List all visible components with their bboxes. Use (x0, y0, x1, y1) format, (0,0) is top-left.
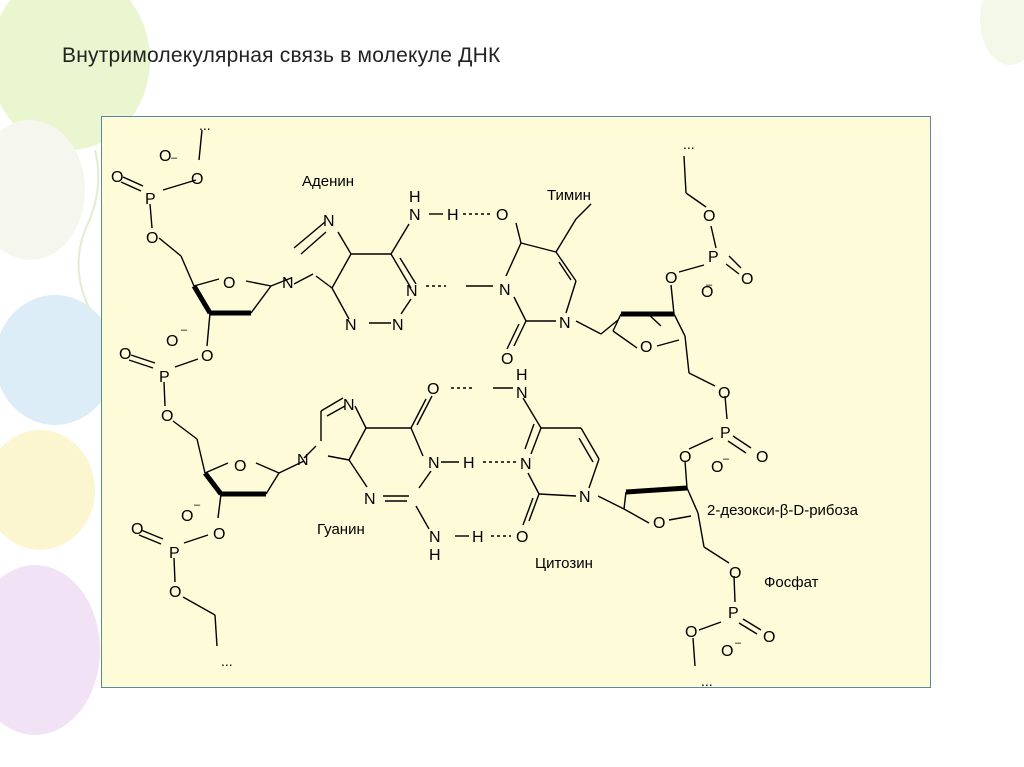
svg-text:H: H (472, 529, 484, 546)
svg-text:P: P (169, 545, 180, 562)
svg-text:O: O (703, 208, 715, 225)
svg-text:N: N (392, 317, 404, 334)
svg-text:N: N (559, 315, 571, 332)
cytosine (522, 397, 625, 526)
svg-text:N: N (364, 491, 376, 508)
right-backbone-atoms: ... O P O O– O O O P O O– O O O P O O– O… (640, 136, 775, 688)
svg-text:N: N (343, 397, 355, 414)
svg-text:N: N (520, 456, 532, 473)
deoxyribose-label: 2-дезокси-β-D-рибоза (707, 502, 859, 519)
svg-text:O: O (427, 381, 439, 398)
svg-text:O: O (159, 148, 171, 165)
svg-text:O: O (721, 643, 733, 660)
cytosine-atoms: H N N N O (516, 367, 591, 546)
svg-text:P: P (708, 249, 719, 266)
svg-text:–: – (171, 152, 178, 164)
svg-text:O: O (701, 284, 713, 301)
svg-text:...: ... (199, 117, 211, 133)
svg-text:O: O (201, 348, 213, 365)
svg-text:H: H (447, 207, 459, 224)
svg-text:P: P (728, 605, 739, 622)
adenine-atoms: N N N N N H N H (282, 189, 459, 334)
svg-text:O: O (234, 458, 246, 475)
thymine-label: Тимин (547, 187, 591, 204)
svg-text:–: – (181, 324, 188, 336)
svg-text:P: P (720, 425, 731, 442)
svg-text:N: N (406, 283, 418, 300)
thymine-atoms: O N N O (496, 207, 571, 368)
svg-text:H: H (429, 547, 441, 564)
adenine-label: Аденин (302, 173, 354, 190)
svg-text:...: ... (683, 136, 695, 152)
svg-text:–: – (194, 499, 201, 511)
svg-text:O: O (131, 521, 143, 538)
slide-title: Внутримолекулярная связь в молекуле ДНК (62, 44, 501, 67)
svg-text:...: ... (221, 653, 233, 669)
svg-text:...: ... (701, 673, 713, 688)
guanine (303, 395, 469, 537)
guanine-label: Гуанин (317, 521, 365, 538)
svg-text:O: O (166, 333, 178, 350)
svg-text:P: P (145, 191, 156, 208)
svg-text:H: H (463, 455, 475, 472)
balloon-purple (0, 565, 100, 735)
svg-text:N: N (297, 452, 309, 469)
svg-text:O: O (169, 584, 181, 601)
svg-text:N: N (429, 529, 441, 546)
svg-text:O: O (191, 171, 203, 188)
svg-text:O: O (181, 508, 193, 525)
svg-text:–: – (735, 637, 742, 649)
svg-text:N: N (282, 275, 294, 292)
guanine-atoms: N N N N H O N H H (297, 381, 484, 564)
thymine (505, 203, 662, 350)
svg-text:–: – (723, 453, 730, 465)
svg-text:O: O (653, 515, 665, 532)
balloon-blue (0, 295, 115, 425)
svg-text:N: N (499, 282, 511, 299)
svg-text:O: O (718, 385, 730, 402)
svg-text:O: O (665, 270, 677, 287)
svg-text:O: O (496, 207, 508, 224)
svg-text:O: O (711, 459, 723, 476)
balloon-green (0, 0, 150, 150)
svg-text:O: O (741, 271, 753, 288)
cytosine-label: Цитозин (535, 555, 593, 572)
balloon-white (0, 120, 85, 260)
svg-text:H: H (409, 189, 421, 206)
svg-text:O: O (685, 624, 697, 641)
svg-text:O: O (729, 565, 741, 582)
svg-text:O: O (119, 346, 131, 363)
svg-text:O: O (763, 629, 775, 646)
balloon-yellow (0, 430, 95, 550)
adenine (293, 213, 443, 324)
svg-text:O: O (640, 339, 652, 356)
svg-text:O: O (501, 351, 513, 368)
svg-text:O: O (161, 408, 173, 425)
svg-text:O: O (146, 230, 158, 247)
left-backbone-atoms: ... O– O O P O O O O– O P O O O O– O P O… (111, 117, 246, 669)
svg-text:N: N (428, 455, 440, 472)
svg-text:O: O (213, 526, 225, 543)
phosphate-label: Фосфат (764, 574, 819, 591)
left-backbone (120, 129, 305, 647)
svg-text:–: – (706, 279, 713, 291)
svg-text:P: P (159, 369, 170, 386)
svg-text:N: N (409, 207, 421, 224)
svg-text:N: N (323, 213, 335, 230)
balloon-corner (980, 0, 1024, 65)
svg-text:N: N (345, 317, 357, 334)
svg-text:O: O (756, 449, 768, 466)
svg-text:H: H (516, 367, 528, 384)
svg-text:O: O (111, 169, 123, 186)
svg-text:O: O (516, 529, 528, 546)
svg-text:N: N (579, 489, 591, 506)
svg-text:O: O (679, 449, 691, 466)
diagram-panel (101, 116, 931, 688)
right-backbone (612, 155, 762, 667)
svg-text:N: N (516, 385, 528, 402)
balloon-string (77, 149, 100, 311)
svg-text:O: O (223, 275, 235, 292)
dna-structure-diagram: ... O– O O P O O O O– O P O O O O– O P O… (111, 117, 859, 688)
